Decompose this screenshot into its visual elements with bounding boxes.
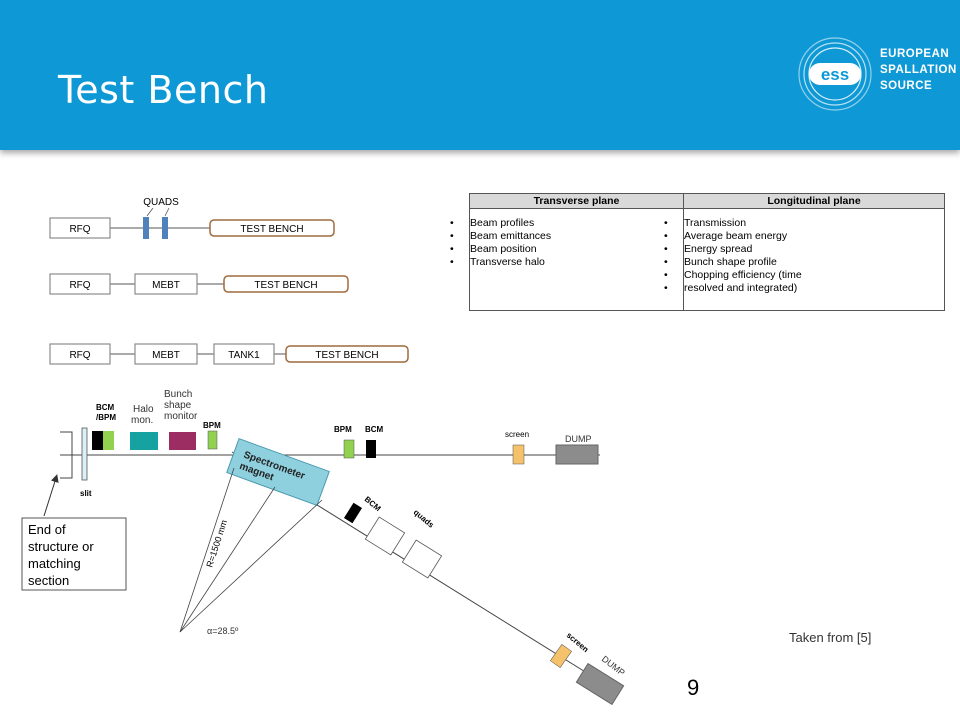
logo-line: SOURCE — [880, 80, 933, 92]
rfq-block — [49, 217, 111, 239]
dump-device — [575, 662, 625, 706]
list-item: Transmission — [664, 217, 944, 230]
bcm-device — [366, 440, 376, 458]
end-structure-label: matching — [28, 556, 81, 571]
rfq-block — [49, 343, 111, 365]
bpm-device — [103, 431, 114, 450]
end-structure-arrow — [43, 474, 59, 517]
test-bench-label: TEST BENCH — [315, 350, 378, 361]
mebt-label: MEBT — [152, 350, 180, 361]
angle-label: α=28.5º — [207, 626, 239, 636]
measurement-table: Transverse plane Longitudinal plane Beam… — [450, 193, 945, 311]
halo-label: Halo — [133, 404, 154, 415]
list-item: Chopping efficiency (time — [664, 269, 944, 282]
bcm-label: BCM — [363, 495, 383, 514]
halo-label: mon. — [131, 415, 153, 426]
slit-label: slit — [80, 489, 92, 498]
mebt-block — [134, 273, 198, 295]
bpm-label: BPM — [203, 421, 221, 430]
slide-title: Test Bench — [58, 68, 269, 112]
bunch-shape-label: monitor — [164, 411, 198, 422]
end-structure-label: structure or — [28, 539, 94, 554]
list-item: Transverse halo — [450, 256, 683, 269]
dump-label: DUMP — [565, 434, 592, 444]
table-header-longitudinal: Longitudinal plane — [683, 193, 945, 209]
list-item: Beam position — [450, 243, 683, 256]
rfq-label: RFQ — [69, 350, 90, 361]
test-bench-block — [285, 345, 409, 363]
bcm-bpm-label: /BPM — [96, 413, 116, 422]
rfq-label: RFQ — [69, 280, 90, 291]
quad-magnet — [162, 217, 168, 239]
logo-line: EUROPEAN — [880, 48, 950, 60]
quad-magnet — [364, 516, 406, 556]
slit — [81, 427, 88, 481]
test-bench-block — [223, 275, 349, 293]
list-item-continuation: resolved and integrated) — [664, 282, 944, 295]
mebt-block — [134, 343, 198, 365]
screen-device — [512, 444, 525, 465]
bcm-label: BCM — [365, 425, 384, 434]
ess-logo-icon: ess — [798, 37, 872, 111]
source-footnote: Taken from [5] — [789, 630, 872, 645]
list-item: Energy spread — [664, 243, 944, 256]
bcm-bpm-label: BCM — [96, 403, 115, 412]
list-item: Beam emittances — [450, 230, 683, 243]
logo-text: EUROPEAN SPALLATION SOURCE — [880, 46, 957, 94]
table-header-transverse: Transverse plane — [469, 193, 684, 209]
entry-bracket — [60, 431, 73, 479]
test-bench-block — [209, 219, 335, 237]
test-bench-diagram: RFQ QUADS TEST BENCH RFQ MEBT TEST BENCH… — [21, 197, 627, 706]
list-item: Average beam energy — [664, 230, 944, 243]
slide-header: Test Bench ess EUROPEAN SPALLATION SOURC… — [0, 0, 960, 150]
bpm-device — [343, 439, 355, 459]
bcm-device — [92, 431, 103, 450]
logo-line: SPALLATION — [880, 64, 957, 76]
test-bench-label: TEST BENCH — [240, 224, 303, 235]
beamline-layout: slit BCM /BPM Halo mon. Bunch shape moni… — [21, 389, 627, 706]
bunch-shape-label: Bunch — [164, 389, 192, 400]
halo-monitor — [130, 432, 158, 450]
bunch-shape-label: shape — [164, 400, 192, 411]
rfq-block — [49, 273, 111, 295]
tank1-label: TANK1 — [228, 350, 260, 361]
quads-label: QUADS — [143, 197, 179, 208]
bcm-device — [343, 502, 363, 524]
quad-magnet — [401, 539, 443, 579]
quads-label: quads — [412, 508, 436, 530]
list-item: Beam profiles — [450, 217, 683, 230]
rfq-label: RFQ — [69, 224, 90, 235]
config-rfq-mebt-tank1: RFQ MEBT TANK1 TEST BENCH — [49, 343, 409, 365]
screen-label: screen — [505, 430, 529, 439]
quad-magnet — [143, 217, 149, 239]
test-bench-label: TEST BENCH — [254, 280, 317, 291]
end-structure-label: section — [28, 573, 69, 588]
radius-label: R=1500 mm — [204, 519, 229, 569]
dump-device — [555, 444, 599, 465]
config-rfq-quads: RFQ QUADS TEST BENCH — [49, 197, 335, 239]
bpm-label: BPM — [334, 425, 352, 434]
list-item: Bunch shape profile — [664, 256, 944, 269]
bpm-device — [207, 430, 218, 450]
bunch-shape-monitor — [169, 432, 196, 450]
end-structure-label: End of — [28, 522, 66, 537]
tank1-block — [213, 343, 275, 365]
spectrometer-magnet: Spectrometer magnet — [226, 438, 330, 506]
screen-device — [550, 644, 572, 668]
config-rfq-mebt: RFQ MEBT TEST BENCH — [49, 273, 349, 295]
page-number: 9 — [687, 675, 700, 700]
mebt-label: MEBT — [152, 280, 180, 291]
logo-mark: ess — [821, 65, 849, 84]
end-structure-box — [21, 517, 127, 591]
